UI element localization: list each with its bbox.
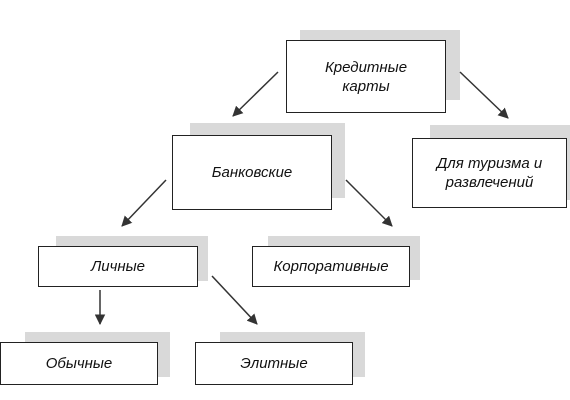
node-bank: Банковские: [172, 135, 332, 210]
node-personal-label: Личные: [90, 258, 146, 275]
node-bank-label: Банковские: [211, 164, 293, 181]
node-corporate-label: Корпоративные: [273, 258, 389, 275]
node-corporate: Корпоративные: [252, 246, 410, 287]
arrow-personal-to-elite: [211, 275, 258, 325]
arrow-credit-to-bank: [232, 71, 279, 117]
node-elite: Элитные: [195, 342, 353, 385]
node-ordinary: Обычные: [0, 342, 158, 385]
node-ordinary-label: Обычные: [45, 355, 113, 372]
arrow-bank-to-corporate: [345, 179, 393, 227]
node-personal: Личные: [38, 246, 198, 287]
node-tourism-label: Для туризма и развлечений: [436, 155, 543, 191]
node-tourism: Для туризма и развлечений: [412, 138, 567, 208]
arrow-credit-to-tourism: [459, 71, 509, 119]
arrow-bank-to-personal: [121, 179, 167, 227]
node-credit-cards: Кредитные карты: [286, 40, 446, 113]
node-credit-cards-label: Кредитные карты: [324, 58, 408, 95]
node-elite-label: Элитные: [240, 355, 308, 372]
